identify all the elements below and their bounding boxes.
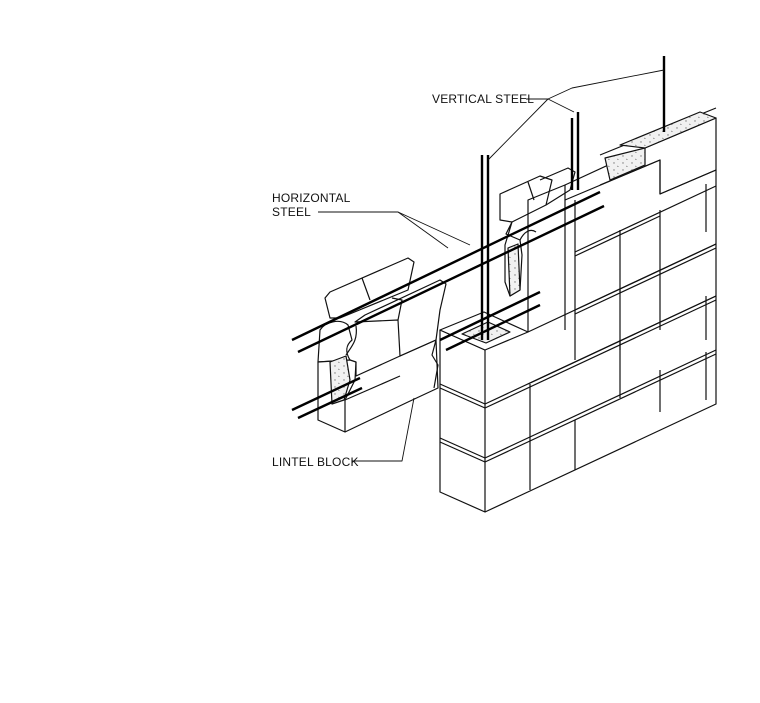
label-vertical-steel: VERTICAL STEEL bbox=[432, 92, 535, 106]
horizontal-steel bbox=[291, 190, 605, 420]
label-horizontal-steel-line1: HORIZONTAL bbox=[272, 191, 351, 205]
label-horizontal-steel-line2: STEEL bbox=[272, 205, 312, 219]
leader-lines bbox=[318, 69, 665, 462]
lintel-block-left bbox=[317, 257, 447, 433]
label-horizontal-steel: HORIZONTAL STEEL bbox=[272, 191, 350, 219]
label-lintel-block: LINTEL BLOCK bbox=[272, 455, 359, 469]
lintel-block-back bbox=[499, 167, 576, 297]
block-wall bbox=[439, 107, 717, 513]
